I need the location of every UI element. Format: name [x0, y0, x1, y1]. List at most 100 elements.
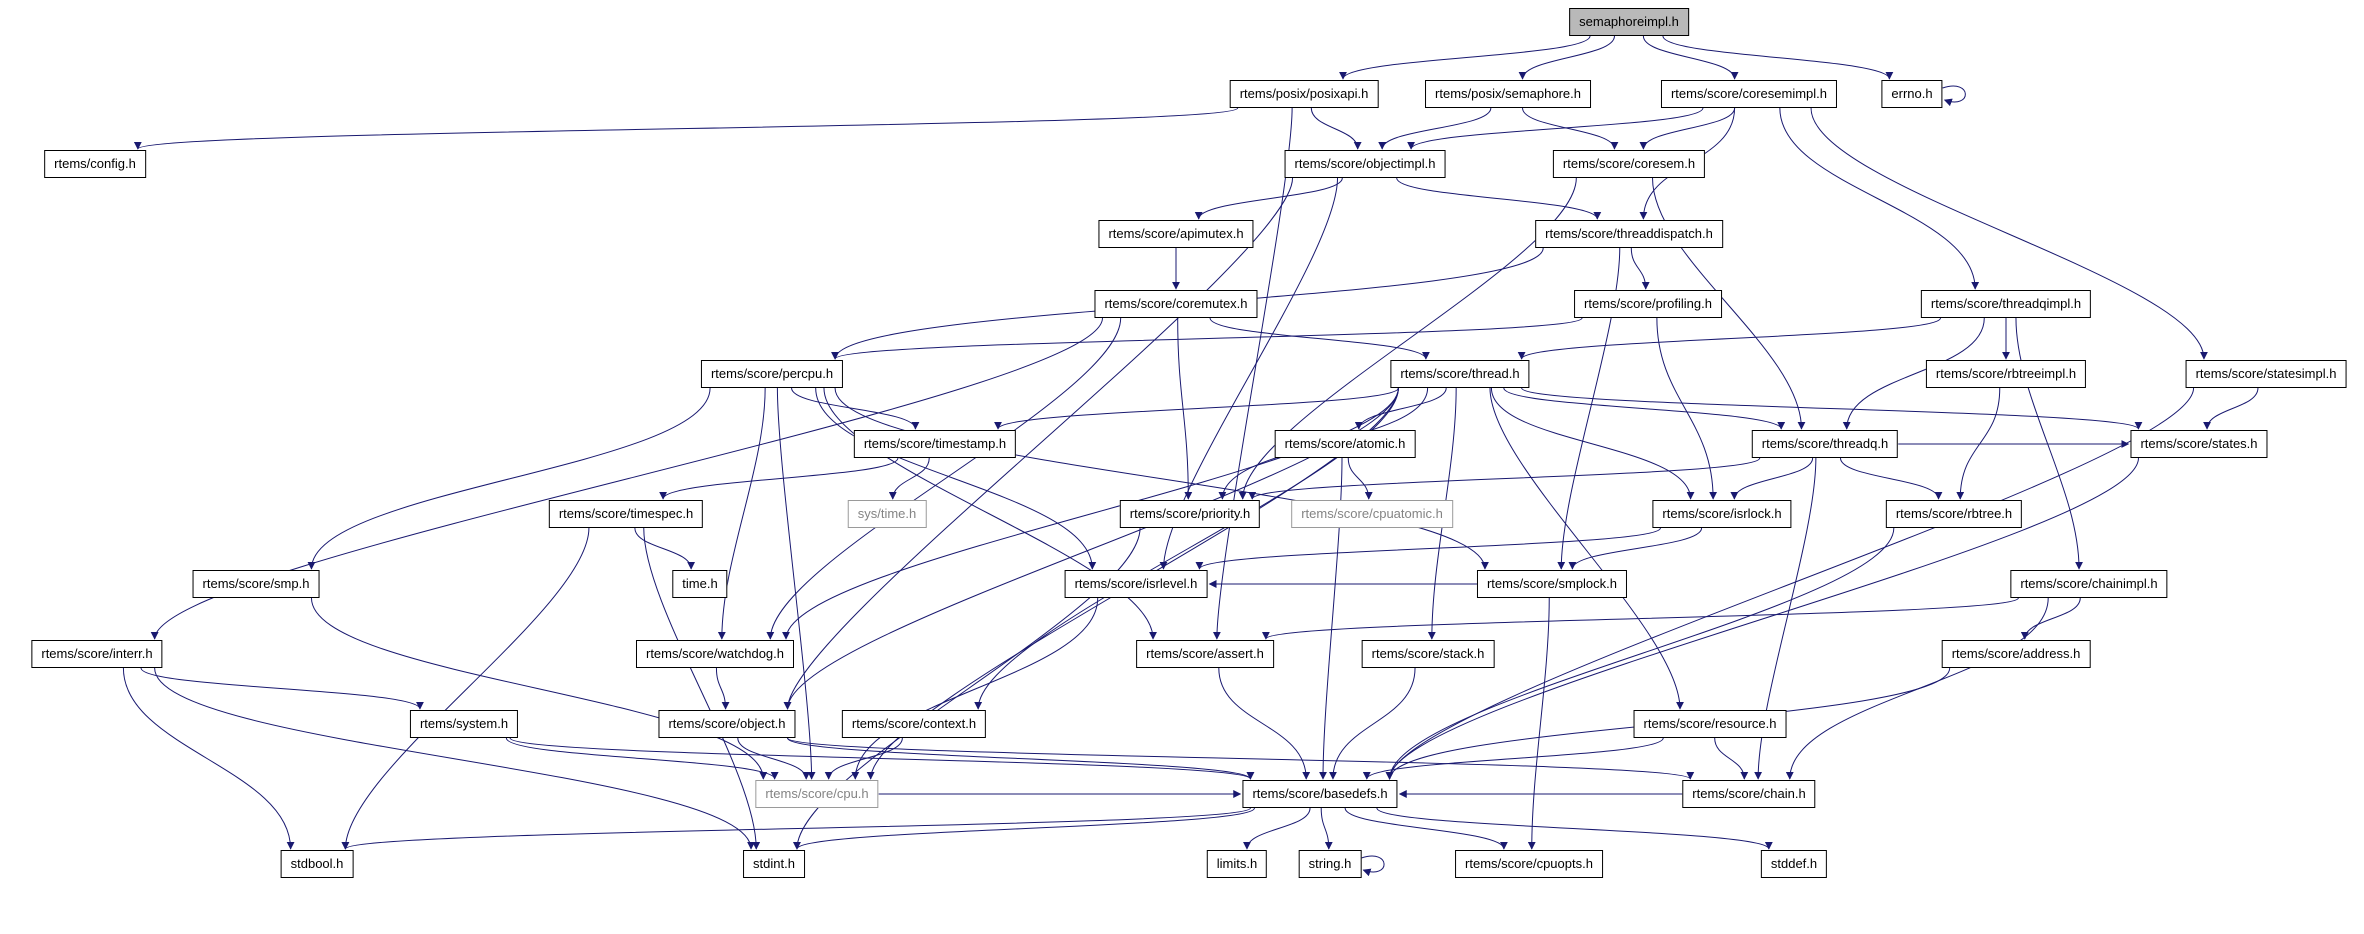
include-edge-states-to-basedefs: [1385, 457, 2139, 780]
graph-node-timespec[interactable]: rtems/score/timespec.h: [548, 500, 704, 528]
graph-node-assert[interactable]: rtems/score/assert.h: [1136, 640, 1274, 668]
graph-node-address[interactable]: rtems/score/address.h: [1941, 640, 2091, 668]
include-edge-threadqimpl-to-threadq: [1842, 317, 1985, 430]
include-edge-thread-to-atomic: [1354, 387, 1447, 430]
graph-node-timestamp[interactable]: rtems/score/timestamp.h: [853, 430, 1017, 458]
include-edge-coremutex-to-interr: [150, 317, 1103, 640]
graph-node-watchdog[interactable]: rtems/score/watchdog.h: [635, 640, 795, 668]
include-edge-timestamp-to-systime: [888, 457, 930, 500]
include-edge-thread-to-states: [1521, 387, 2143, 430]
include-edge-basedefs-to-stdbool: [341, 807, 1251, 850]
include-edge-objectimpl-to-apimutex: [1194, 177, 1343, 220]
graph-node-threadq[interactable]: rtems/score/threadq.h: [1751, 430, 1899, 458]
graph-node-coresem[interactable]: rtems/score/coresem.h: [1552, 150, 1706, 178]
include-edge-coresem-to-priority: [1238, 177, 1577, 500]
graph-node-thread[interactable]: rtems/score/thread.h: [1390, 360, 1530, 388]
include-edge-percpu-to-smplock: [834, 387, 1489, 570]
graph-node-chainimpl[interactable]: rtems/score/chainimpl.h: [2010, 570, 2168, 598]
include-edge-semaphoreimpl-to-posixapi: [1339, 35, 1591, 80]
graph-node-smp[interactable]: rtems/score/smp.h: [192, 570, 320, 598]
graph-node-systime: sys/time.h: [847, 500, 927, 528]
graph-node-isrlevel[interactable]: rtems/score/isrlevel.h: [1064, 570, 1208, 598]
graph-node-coresemimpl[interactable]: rtems/score/coresemimpl.h: [1660, 80, 1838, 108]
include-edge-coremutex-to-thread: [1209, 317, 1430, 360]
graph-node-system[interactable]: rtems/system.h: [409, 710, 519, 738]
include-edge-coremutex-to-priority: [1177, 317, 1193, 500]
include-edge-posixapi-to-assert: [1212, 107, 1293, 640]
graph-node-string[interactable]: string.h: [1298, 850, 1362, 878]
include-edge-resource-to-basedefs: [1362, 737, 1664, 780]
graph-node-smplock[interactable]: rtems/score/smplock.h: [1476, 570, 1628, 598]
include-edge-smp-to-cpu: [310, 597, 768, 780]
graph-node-statesimpl[interactable]: rtems/score/statesimpl.h: [2185, 360, 2347, 388]
include-edge-thread-to-context: [974, 387, 1399, 710]
edges-group: [122, 35, 2259, 877]
graph-node-isrlock[interactable]: rtems/score/isrlock.h: [1652, 500, 1792, 528]
graph-node-objectimpl[interactable]: rtems/score/objectimpl.h: [1284, 150, 1446, 178]
include-edge-thread-to-threadq: [1503, 387, 1786, 430]
graph-node-posix_semaphore[interactable]: rtems/posix/semaphore.h: [1425, 80, 1591, 108]
graph-node-threadqimpl[interactable]: rtems/score/threadqimpl.h: [1920, 290, 2092, 318]
graph-node-object[interactable]: rtems/score/object.h: [658, 710, 796, 738]
graph-node-coremutex[interactable]: rtems/score/coremutex.h: [1094, 290, 1258, 318]
include-edge-percpu-to-assert: [823, 387, 1158, 640]
include-edge-basedefs-to-cpuopts: [1344, 807, 1508, 850]
include-edge-basedefs-to-stdint: [793, 807, 1255, 850]
include-edge-thread-to-object: [783, 387, 1399, 710]
graph-node-resource[interactable]: rtems/score/resource.h: [1633, 710, 1787, 738]
graph-node-percpu[interactable]: rtems/score/percpu.h: [700, 360, 844, 388]
include-edge-thread-to-isrlock: [1490, 387, 1695, 500]
graph-node-stack[interactable]: rtems/score/stack.h: [1361, 640, 1495, 668]
include-edge-coresemimpl-to-statesimpl: [1810, 107, 2208, 360]
include-edge-interr-to-stdbool: [122, 667, 295, 850]
include-edge-system-to-basedefs: [509, 737, 1255, 780]
graph-node-rbtreeimpl[interactable]: rtems/score/rbtreeimpl.h: [1925, 360, 2087, 388]
include-edge-coresem-to-threadq: [1652, 177, 1806, 430]
include-edge-profiling-to-percpu: [831, 317, 1583, 360]
include-edge-percpu-to-cpu: [776, 387, 816, 780]
graph-node-interr[interactable]: rtems/score/interr.h: [31, 640, 163, 668]
include-edge-posix_semaphore-to-objectimpl: [1378, 107, 1492, 150]
include-edge-thread-to-watchdog: [782, 387, 1399, 640]
graph-node-threaddispatch[interactable]: rtems/score/threaddispatch.h: [1535, 220, 1723, 248]
include-edge-percpu-to-isrlevel: [815, 387, 1097, 570]
include-edge-threaddispatch-to-smplock: [1557, 247, 1621, 570]
graph-node-chain[interactable]: rtems/score/chain.h: [1682, 780, 1816, 808]
graph-node-cpuatomic: rtems/score/cpuatomic.h: [1291, 500, 1453, 528]
graph-node-stdint[interactable]: stdint.h: [743, 850, 805, 878]
include-edge-timespec-to-time: [634, 527, 696, 570]
graph-node-config[interactable]: rtems/config.h: [44, 150, 146, 178]
include-edge-threadqimpl-to-thread: [1517, 317, 1941, 360]
include-edge-semaphoreimpl-to-posix_semaphore: [1518, 35, 1615, 80]
graph-node-stdbool[interactable]: stdbool.h: [280, 850, 354, 878]
include-edge-objectimpl-to-isrlevel: [1159, 177, 1339, 570]
graph-node-limits[interactable]: limits.h: [1206, 850, 1268, 878]
include-edge-priority-to-stdint: [792, 527, 1141, 850]
include-edge-threadq-to-rbtree: [1839, 457, 1943, 500]
graph-node-apimutex[interactable]: rtems/score/apimutex.h: [1098, 220, 1254, 248]
include-edge-basedefs-to-stddef: [1376, 807, 1773, 850]
include-edge-coresemimpl-to-coresem: [1639, 107, 1736, 150]
graph-node-priority[interactable]: rtems/score/priority.h: [1119, 500, 1261, 528]
graph-node-rbtree[interactable]: rtems/score/rbtree.h: [1885, 500, 2023, 528]
include-edge-coremutex-to-watchdog: [766, 317, 1122, 640]
include-edge-statesimpl-to-states: [2203, 387, 2259, 430]
graph-node-time[interactable]: time.h: [672, 570, 728, 598]
include-edge-string-to-string: [1361, 855, 1385, 877]
graph-node-errno[interactable]: errno.h: [1881, 80, 1943, 108]
graph-node-atomic[interactable]: rtems/score/atomic.h: [1274, 430, 1416, 458]
graph-node-cpuopts[interactable]: rtems/score/cpuopts.h: [1455, 850, 1603, 878]
include-edge-interr-to-system: [140, 667, 424, 710]
graph-node-profiling[interactable]: rtems/score/profiling.h: [1574, 290, 1722, 318]
include-edge-posixapi-to-objectimpl: [1310, 107, 1362, 150]
include-edge-object-to-cpu: [737, 737, 811, 780]
include-edge-percpu-to-timestamp: [791, 387, 920, 430]
graph-node-basedefs[interactable]: rtems/score/basedefs.h: [1242, 780, 1398, 808]
graph-node-states[interactable]: rtems/score/states.h: [2130, 430, 2268, 458]
graph-node-posixapi[interactable]: rtems/posix/posixapi.h: [1229, 80, 1379, 108]
graph-node-semaphoreimpl[interactable]: semaphoreimpl.h: [1569, 8, 1689, 36]
graph-node-stddef[interactable]: stddef.h: [1760, 850, 1828, 878]
graph-node-context[interactable]: rtems/score/context.h: [841, 710, 987, 738]
